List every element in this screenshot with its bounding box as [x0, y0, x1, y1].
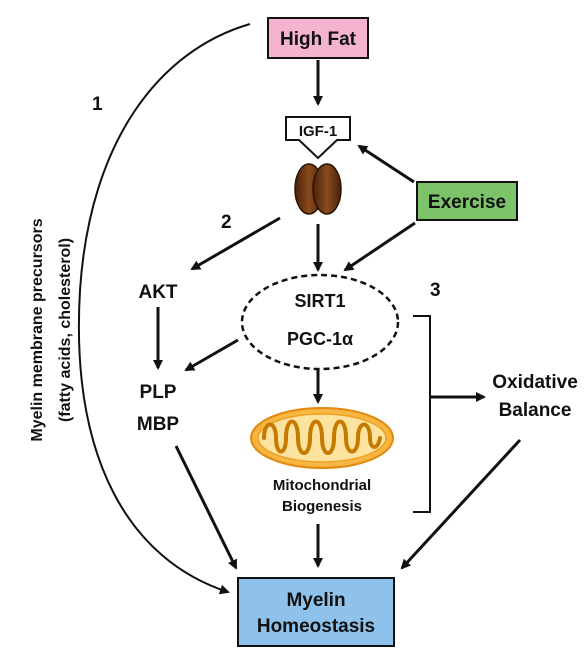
- high-fat-node: High Fat: [267, 17, 369, 59]
- arrow-mbp-to-myelin: [174, 445, 238, 570]
- side-label-line2: (fatty acids, cholesterol): [57, 238, 74, 422]
- side-label: Myelin membrane precursors (fatty acids,…: [29, 218, 74, 441]
- exercise-label: Exercise: [428, 192, 506, 213]
- mbp-label: MBP: [137, 414, 180, 435]
- exercise-node: Exercise: [416, 181, 518, 221]
- homeostasis-label: Homeostasis: [257, 616, 375, 637]
- myelin-label: Myelin: [286, 590, 345, 611]
- pgc1a-label: PGC-1α: [287, 329, 353, 349]
- sirt1-label: SIRT1: [294, 291, 345, 311]
- arrow-pgc1a-to-plp: [184, 338, 239, 372]
- igf1-node: IGF-1: [285, 116, 351, 160]
- receptor-icon: [294, 163, 342, 215]
- pathway-number-2: 2: [221, 212, 232, 233]
- side-label-line1: Myelin membrane precursors: [29, 218, 46, 441]
- mitochondrial-label: Mitochondrial: [273, 477, 371, 494]
- pathway-number-1: 1: [92, 94, 103, 115]
- mitochondrion-icon: [250, 407, 394, 469]
- igf1-label: IGF-1: [299, 123, 337, 140]
- bracket-pathway-3: [413, 315, 431, 513]
- high-fat-label: High Fat: [280, 29, 357, 50]
- sirt1-pgc1a-node: SIRT1 PGC-1α: [240, 273, 400, 371]
- biogenesis-label: Biogenesis: [282, 498, 362, 515]
- arrow-highfat-to-myelin: [78, 23, 251, 595]
- plp-label: PLP: [140, 382, 177, 403]
- arrow-receptor-to-akt: [190, 216, 281, 271]
- oxidative-label: Oxidative: [492, 372, 578, 393]
- balance-label: Balance: [499, 400, 572, 421]
- arrow-exercise-to-sirt1: [343, 221, 416, 272]
- pathway-number-3: 3: [430, 280, 441, 301]
- myelin-homeostasis-node: Myelin Homeostasis: [237, 577, 395, 647]
- arrow-exercise-to-igf1: [357, 144, 415, 184]
- arrow-oxidative-to-myelin: [400, 438, 522, 570]
- akt-label: AKT: [138, 282, 177, 303]
